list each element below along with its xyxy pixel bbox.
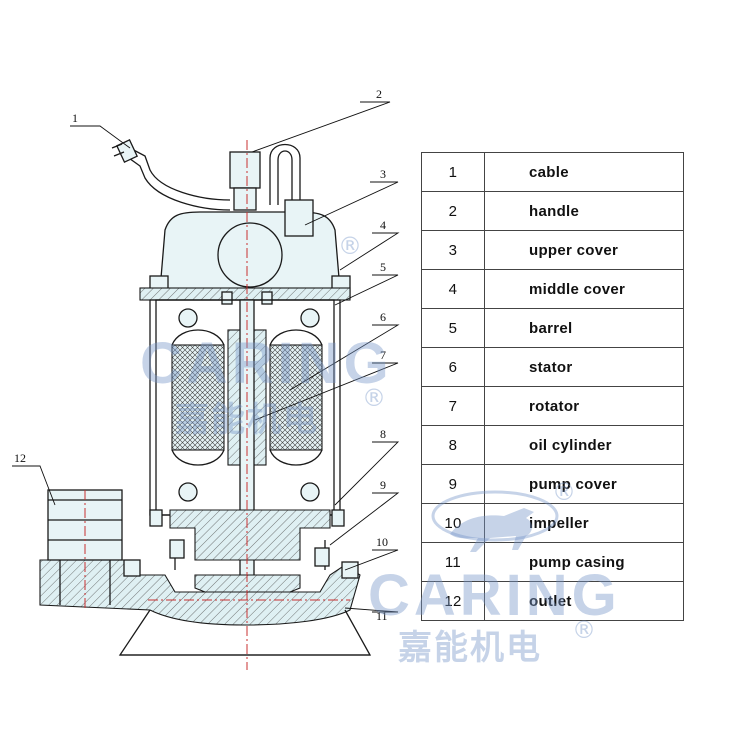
part-number: 11 (421, 542, 485, 582)
part-name: barrel (484, 308, 684, 348)
leader-lines (12, 101, 400, 613)
part-name: handle (484, 191, 684, 231)
part-number: 3 (421, 230, 485, 270)
part-number: 12 (421, 581, 485, 621)
callout-11: 11 (376, 609, 388, 623)
part-number: 1 (421, 152, 485, 192)
part-number: 4 (421, 269, 485, 309)
part-number: 5 (421, 308, 485, 348)
callout-10: 10 (376, 535, 388, 549)
part-name: rotator (484, 386, 684, 426)
upper-cover-part (149, 199, 351, 299)
callout-12: 12 (14, 451, 26, 465)
part-name: outlet (484, 581, 684, 621)
part-number: 6 (421, 347, 485, 387)
part-name: stator (484, 347, 684, 387)
middle-cover-part (139, 287, 351, 305)
part-number: 7 (421, 386, 485, 426)
stator-part (171, 329, 323, 466)
part-name: pump cover (484, 464, 684, 504)
part-number: 9 (421, 464, 485, 504)
callout-9: 9 (380, 478, 386, 492)
callout-1: 1 (72, 111, 78, 125)
callout-5: 5 (380, 260, 386, 274)
handle-part (229, 144, 301, 260)
callout-4: 4 (380, 218, 386, 232)
part-name: oil cylinder (484, 425, 684, 465)
pump-cover-part (169, 539, 330, 570)
oil-cylinder-part (149, 509, 345, 561)
callout-7: 7 (380, 348, 386, 362)
callout-2: 2 (376, 87, 382, 101)
callout-3: 3 (380, 167, 386, 181)
part-name: impeller (484, 503, 684, 543)
part-name: upper cover (484, 230, 684, 270)
cable-part (111, 139, 231, 211)
pump-casing-part (39, 559, 372, 656)
part-name: middle cover (484, 269, 684, 309)
part-name: pump casing (484, 542, 684, 582)
callout-6: 6 (380, 310, 386, 324)
callout-8: 8 (380, 427, 386, 441)
part-name: cable (484, 152, 684, 192)
part-number: 10 (421, 503, 485, 543)
part-number: 8 (421, 425, 485, 465)
part-number: 2 (421, 191, 485, 231)
